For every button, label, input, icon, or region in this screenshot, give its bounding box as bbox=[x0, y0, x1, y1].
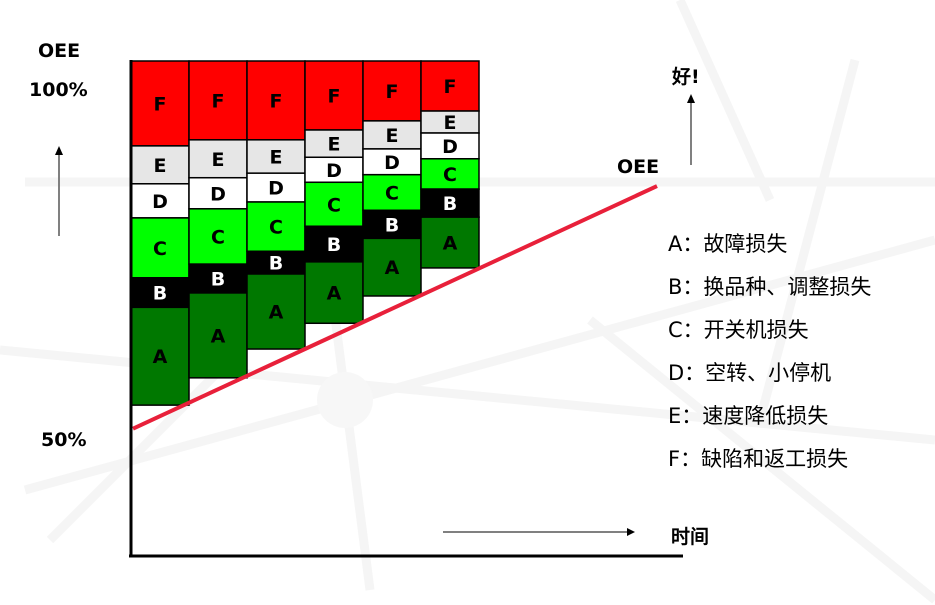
segment-label-E: E bbox=[212, 149, 225, 171]
segment-label-F: F bbox=[328, 85, 341, 107]
segment-F bbox=[304, 60, 364, 131]
watermark-line bbox=[675, 0, 775, 202]
segment-label-C: C bbox=[269, 217, 283, 239]
segment-label-D: D bbox=[442, 136, 458, 158]
segment-label-F: F bbox=[444, 76, 457, 98]
segment-label-C: C bbox=[211, 226, 225, 248]
watermark-line bbox=[587, 316, 935, 604]
segment-A bbox=[188, 292, 248, 379]
oee-trend-line bbox=[132, 184, 658, 431]
segment-F bbox=[362, 60, 422, 122]
segment-label-B: B bbox=[327, 234, 341, 256]
watermark-line bbox=[23, 235, 935, 495]
segment-label-F: F bbox=[270, 90, 283, 112]
segment-label-A: A bbox=[269, 302, 284, 324]
segment-label-D: D bbox=[268, 178, 284, 200]
legend-item-F: F：缺陷和返工损失 bbox=[668, 447, 849, 471]
arrow-head-icon bbox=[627, 528, 635, 536]
segment-label-D: D bbox=[326, 160, 342, 182]
segment-A bbox=[420, 216, 480, 269]
y-tick-100: 100% bbox=[29, 79, 88, 101]
arrow-head-icon bbox=[687, 94, 695, 103]
segment-F bbox=[246, 60, 306, 141]
segment-label-F: F bbox=[386, 81, 399, 103]
segment-F bbox=[188, 60, 248, 141]
segment-label-A: A bbox=[327, 283, 342, 305]
segment-label-A: A bbox=[211, 325, 226, 347]
segment-label-B: B bbox=[443, 193, 457, 215]
segment-label-D: D bbox=[210, 183, 226, 205]
segment-label-D: D bbox=[152, 191, 168, 213]
segment-D bbox=[304, 156, 364, 184]
segment-A bbox=[304, 261, 364, 325]
segment-label-E: E bbox=[154, 155, 167, 177]
segment-label-B: B bbox=[269, 253, 283, 275]
legend-item-D: D：空转、小停机 bbox=[668, 361, 832, 385]
segment-label-C: C bbox=[153, 238, 167, 260]
segment-label-C: C bbox=[443, 164, 457, 186]
segment-D bbox=[188, 176, 248, 210]
watermark-line bbox=[46, 346, 244, 544]
segment-label-E: E bbox=[328, 134, 341, 156]
watermark-line bbox=[755, 58, 860, 422]
segment-label-B: B bbox=[211, 269, 225, 291]
segment-label-C: C bbox=[327, 194, 341, 216]
segment-label-B: B bbox=[385, 214, 399, 236]
legend-item-B: B：换品种、调整损失 bbox=[668, 275, 872, 299]
segment-label-A: A bbox=[153, 346, 168, 368]
segment-B bbox=[304, 225, 364, 263]
segment-label-D: D bbox=[384, 152, 400, 174]
segment-label-C: C bbox=[385, 183, 399, 205]
segment-label-E: E bbox=[270, 147, 283, 169]
legend-item-E: E：速度降低损失 bbox=[668, 404, 829, 428]
segment-label-E: E bbox=[386, 125, 399, 147]
y-tick-50: 50% bbox=[41, 429, 87, 451]
segment-label-B: B bbox=[153, 283, 167, 305]
legend-item-A: A：故障损失 bbox=[668, 232, 788, 256]
oee-line-label: OEE bbox=[617, 156, 660, 178]
watermark-circle bbox=[317, 372, 373, 428]
good-label: 好! bbox=[672, 66, 700, 88]
segment-E bbox=[362, 120, 422, 150]
segment-label-A: A bbox=[443, 233, 458, 255]
segment-label-A: A bbox=[385, 257, 400, 279]
loss-column-1: F ED C B A bbox=[130, 60, 190, 406]
segment-C bbox=[246, 201, 306, 253]
segment-D bbox=[362, 148, 422, 176]
arrow-head-icon bbox=[55, 146, 63, 155]
segment-A bbox=[246, 273, 306, 350]
legend-item-C: C：开关机损失 bbox=[668, 318, 809, 342]
segment-label-F: F bbox=[212, 90, 225, 112]
y-axis-title: OEE bbox=[38, 40, 81, 62]
x-axis-title: 时间 bbox=[671, 526, 710, 548]
segment-D bbox=[420, 132, 480, 160]
segment-label-F: F bbox=[154, 93, 167, 115]
segment-label-E: E bbox=[444, 112, 457, 134]
segment-C bbox=[420, 158, 480, 190]
segment-E bbox=[188, 139, 248, 179]
